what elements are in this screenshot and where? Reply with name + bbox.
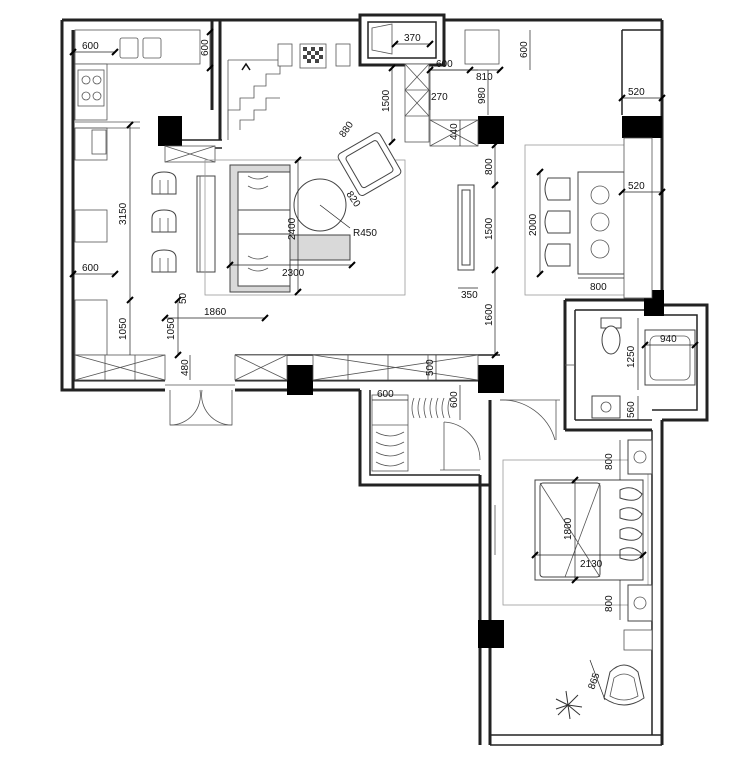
dim-chair-880: 880 — [337, 119, 356, 139]
dim-coffee-radius: R450 — [353, 228, 377, 239]
dim-kitchen-fridge: 600 — [82, 263, 99, 274]
entry-door — [165, 384, 235, 426]
dim-wc-1250: 1250 — [626, 345, 637, 368]
sofa — [229, 164, 351, 293]
dim-closet-500: 500 — [425, 359, 436, 376]
living-room — [204, 132, 475, 296]
dim-closet-600b: 600 — [449, 391, 460, 408]
dim-kitchen-top-left: 600 — [82, 41, 99, 52]
stove-icon — [77, 69, 105, 107]
dim-hall-980: 980 — [477, 87, 488, 104]
stool — [151, 249, 177, 273]
sink-icon — [119, 37, 162, 59]
dim-wc-940: 940 — [660, 334, 677, 345]
dim-tv-1500: 1500 — [484, 217, 495, 240]
dim-table-len: 1860 — [204, 307, 227, 318]
dim-gap-50: 50 — [178, 292, 189, 304]
dim-hall-440: 440 — [449, 123, 460, 140]
dim-hall-270: 270 — [431, 92, 448, 103]
dim-bed-800a: 800 — [604, 453, 615, 470]
dimension-lines — [69, 28, 699, 701]
bed — [534, 479, 644, 581]
stool — [151, 209, 177, 233]
dim-sofa-len: 2300 — [282, 268, 305, 279]
dim-entry-480: 480 — [180, 359, 191, 376]
staircase — [227, 43, 351, 140]
dim-tv-800: 800 — [484, 158, 495, 175]
dim-desk-800: 800 — [590, 282, 607, 293]
study-area — [524, 137, 653, 299]
dim-kitchen-top-right: 600 — [200, 39, 211, 56]
kitchen — [74, 20, 222, 381]
dim-tv-1600: 1600 — [484, 303, 495, 326]
dim-right-520a: 520 — [628, 87, 645, 98]
dim-right-600: 600 — [519, 41, 530, 58]
closet — [371, 394, 481, 472]
wc — [565, 317, 696, 419]
chess-table — [299, 43, 327, 69]
pillows — [619, 487, 643, 561]
dim-hall-600: 600 — [436, 59, 453, 70]
dim-kitchen-counter: 3150 — [118, 202, 129, 225]
dim-tv-350: 350 — [461, 290, 478, 301]
stool — [151, 171, 177, 195]
dim-wc-560: 560 — [626, 401, 637, 418]
dim-bed-1800: 1800 — [563, 517, 574, 540]
lounge-chair — [603, 664, 645, 706]
dim-entry-len: 1050 — [166, 317, 177, 340]
bathtub-icon — [644, 329, 696, 386]
stair-arrow-icon — [241, 62, 251, 71]
armchair — [337, 132, 402, 196]
toilet-icon — [600, 317, 622, 355]
structural-columns — [158, 116, 664, 648]
plant-icon — [555, 690, 583, 720]
dining-area — [151, 171, 216, 273]
dim-closet-600a: 600 — [377, 389, 394, 400]
dim-bed-800b: 800 — [604, 595, 615, 612]
dimension-labels: 600 600 3150 600 1050 1050 1860 50 480 1… — [82, 33, 677, 691]
dim-right-520b: 520 — [628, 181, 645, 192]
dim-stair-1500: 1500 — [381, 89, 392, 112]
dim-desk-2000: 2000 — [528, 213, 539, 236]
dim-dining-len: 1050 — [118, 317, 129, 340]
outer-walls — [60, 18, 709, 746]
top-bathroom — [358, 13, 500, 147]
bedroom — [494, 439, 653, 720]
living-cabinets — [234, 354, 479, 381]
dim-hall-810: 810 — [476, 72, 493, 83]
dim-bath-370: 370 — [404, 33, 421, 44]
dim-bed-2130: 2130 — [580, 559, 603, 570]
dim-sofa-depth: 2400 — [287, 217, 298, 240]
